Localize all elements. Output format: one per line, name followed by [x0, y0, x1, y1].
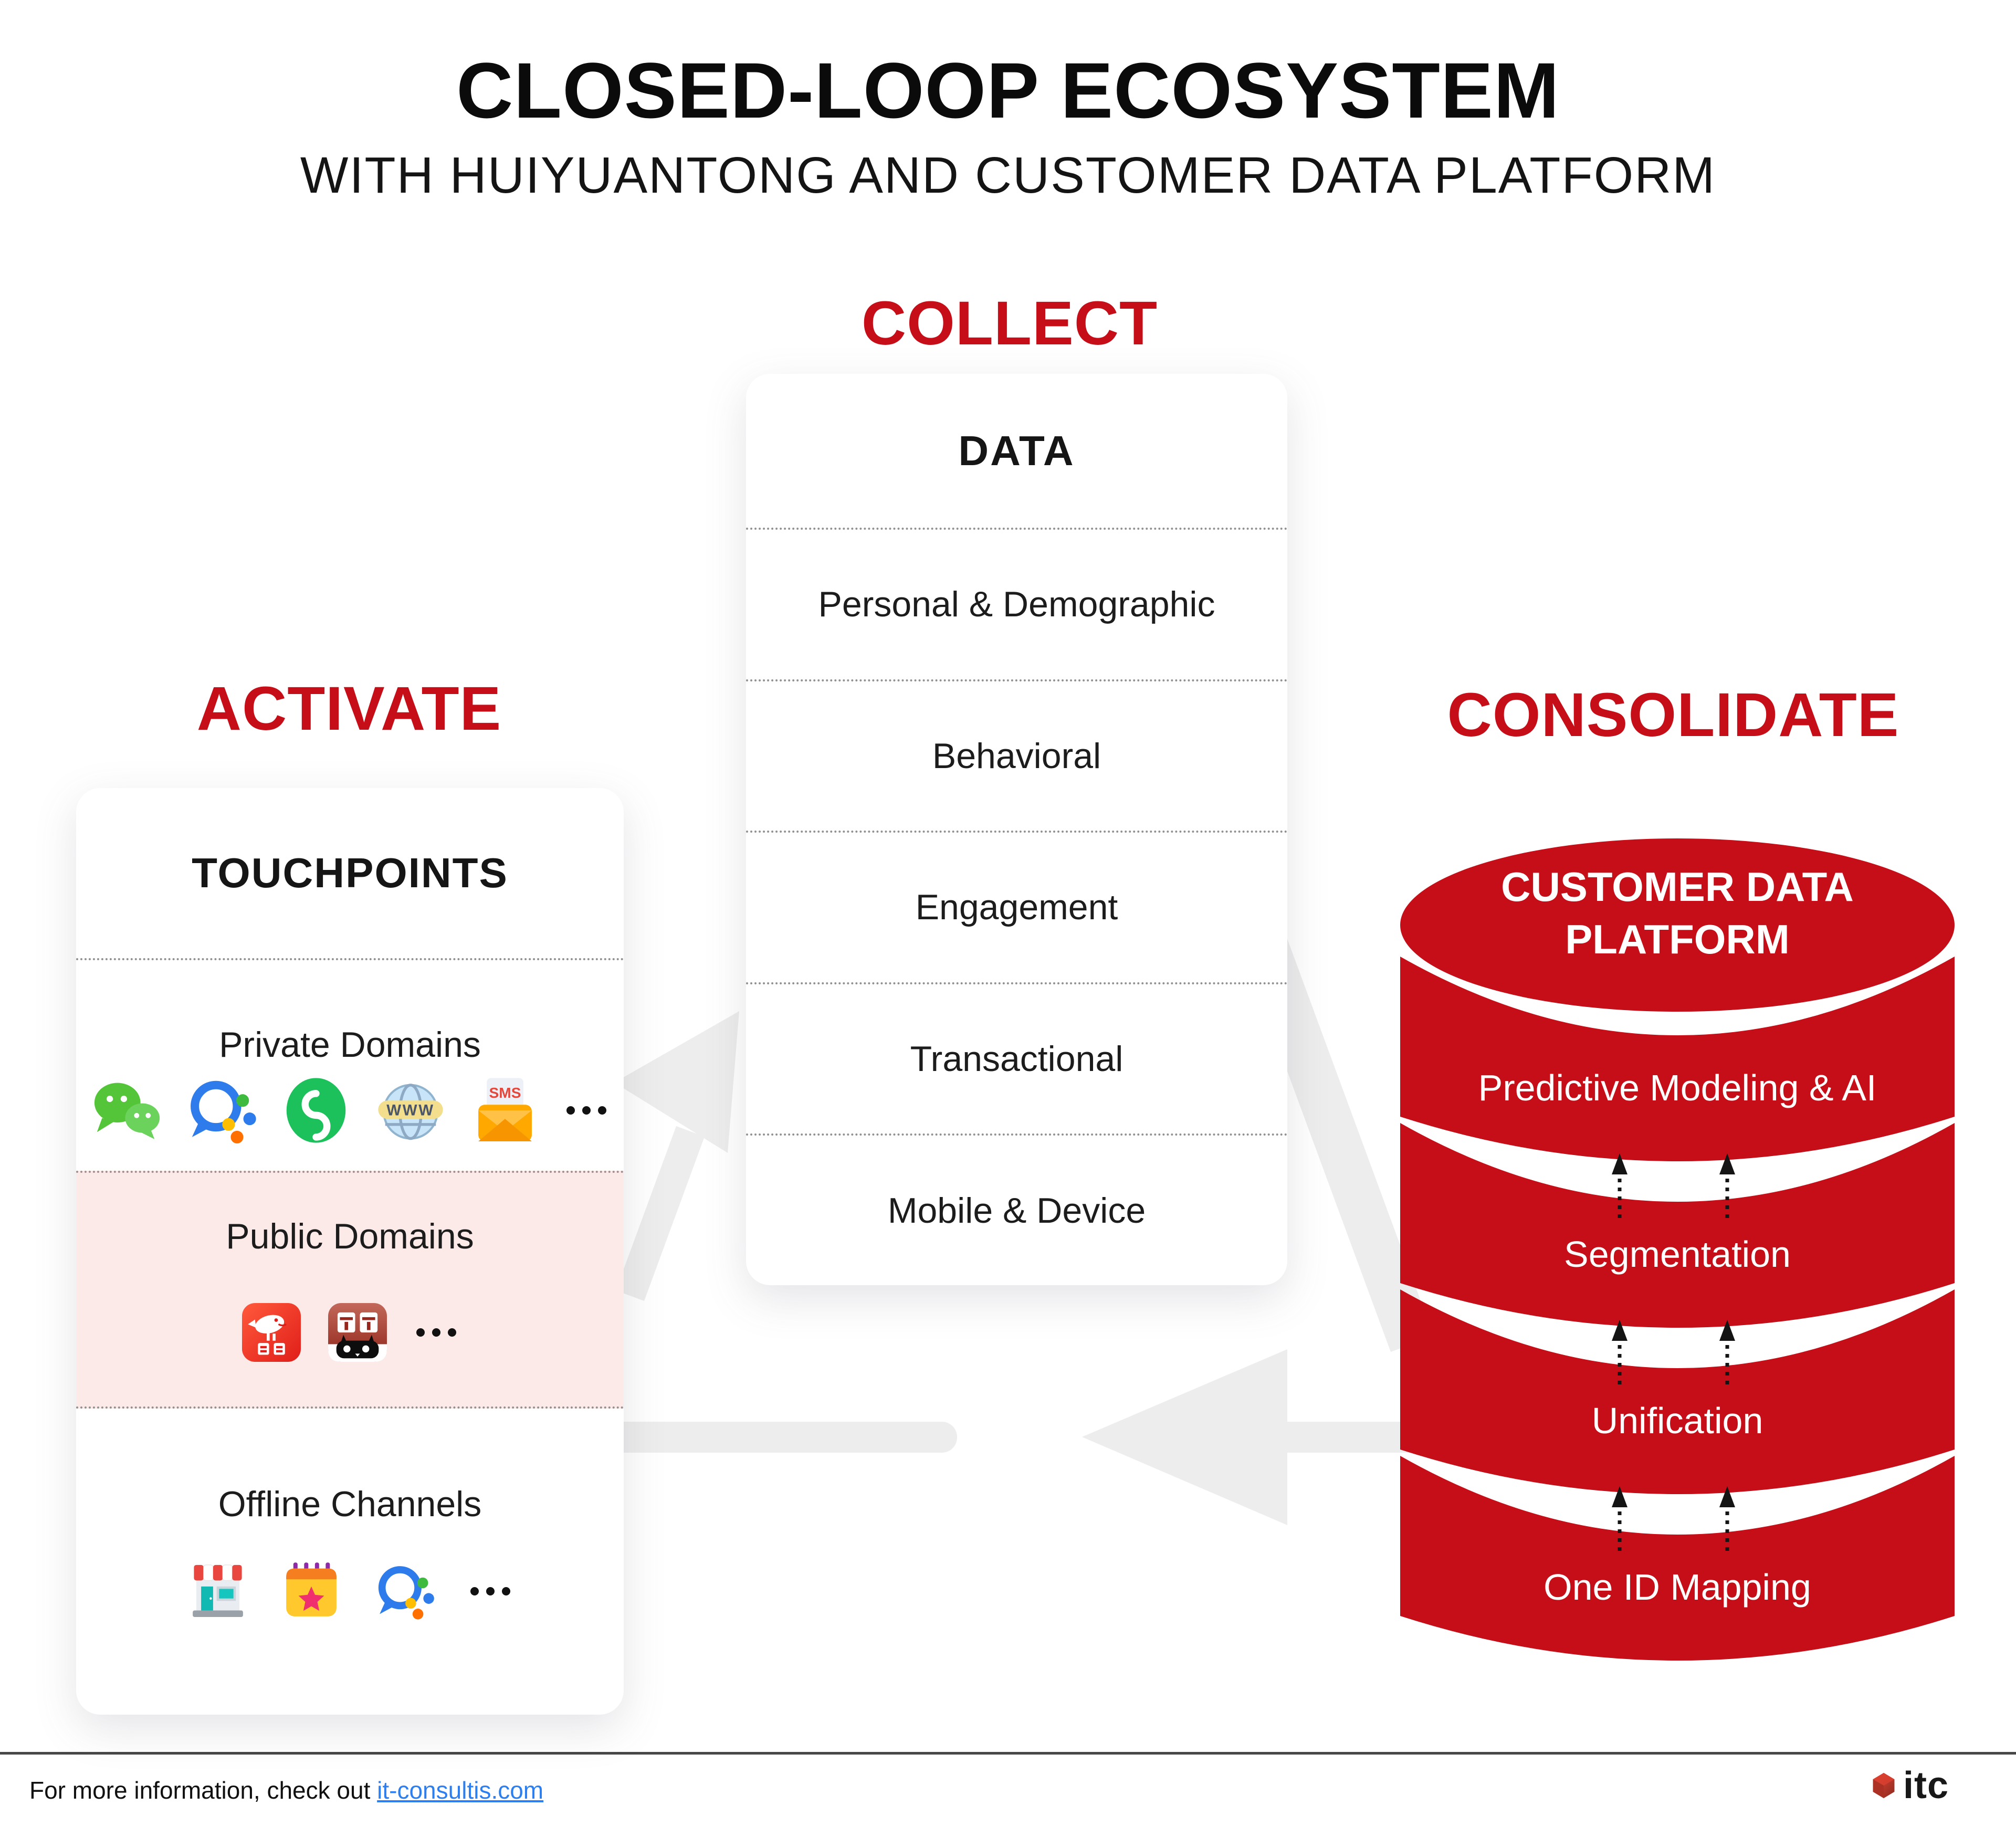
store-icon	[188, 1561, 248, 1621]
cdp-layer-4	[1400, 1456, 1955, 1661]
cdp-layer-3	[1400, 1289, 1955, 1494]
public-domains-label: Public Domains	[226, 1216, 474, 1256]
cdp-layer-2	[1400, 1123, 1955, 1328]
page-title: CLOSED-LOOP ECOSYSTEM	[456, 46, 1560, 134]
sms-icon: SMS	[470, 1075, 540, 1146]
cdp-cylinder: CUSTOMER DATA PLATFORM Predictive Modeli…	[1400, 838, 1955, 1661]
cdp-title-line1: CUSTOMER DATA	[1501, 864, 1854, 910]
divider	[76, 958, 624, 960]
public-domains-icons	[76, 1303, 624, 1362]
footer-note-text: For more information, check out	[29, 1777, 371, 1804]
itc-hexagon-icon	[1873, 1772, 1895, 1799]
data-row: Personal & Demographic	[746, 528, 1287, 679]
data-row: Mobile & Device	[746, 1133, 1287, 1285]
private-domains-label: Private Domains	[219, 1025, 481, 1065]
data-card: DATA Personal & Demographic Behavioral E…	[746, 374, 1287, 1285]
offline-channels-label: Offline Channels	[218, 1484, 482, 1524]
cdp-layer-3-label: Unification	[1592, 1400, 1763, 1441]
data-row: Behavioral	[746, 679, 1287, 831]
wecom-icon	[375, 1561, 435, 1621]
cdp-layer-1	[1400, 957, 1955, 1161]
itc-logo-text: itc	[1903, 1765, 1949, 1807]
tmall-icon	[328, 1303, 387, 1362]
cdp-layer-2-label: Segmentation	[1564, 1234, 1791, 1275]
page-subtitle: WITH HUIYUANTONG AND CUSTOMER DATA PLATF…	[300, 146, 1716, 204]
public-domains-band	[76, 1171, 624, 1409]
section-heading-collect: COLLECT	[861, 289, 1158, 358]
ellipsis-icon	[414, 1303, 458, 1362]
footer-link[interactable]: it-consultis.com	[377, 1777, 544, 1804]
data-card-header: DATA	[958, 427, 1075, 474]
wechat-icon	[92, 1075, 162, 1146]
sms-icon-label: SMS	[489, 1085, 521, 1101]
cdp-title-line2: PLATFORM	[1565, 916, 1789, 962]
up-arrow-icons	[1612, 1153, 1735, 1551]
cdp-layer-1-label: Predictive Modeling & AI	[1478, 1067, 1877, 1108]
ellipsis-icon	[468, 1561, 512, 1621]
data-row: Transactional	[746, 982, 1287, 1134]
cdp-layer-4-label: One ID Mapping	[1544, 1567, 1811, 1608]
calendar-icon	[281, 1561, 341, 1621]
section-heading-activate: ACTIVATE	[196, 674, 502, 743]
footer-divider	[0, 1752, 2016, 1755]
website-icon-label: WWW	[386, 1101, 434, 1119]
footer-note: For more information, check out it-consu…	[29, 1774, 543, 1806]
wecom-icon	[186, 1075, 257, 1146]
touchpoints-card: TOUCHPOINTS Private Domains	[76, 788, 624, 1715]
section-heading-consolidate: CONSOLIDATE	[1447, 680, 1899, 750]
website-icon: WWW	[375, 1075, 446, 1146]
mini-program-icon	[281, 1075, 351, 1146]
touchpoints-card-header: TOUCHPOINTS	[192, 849, 508, 896]
private-domains-icons: WWW SMS	[76, 1074, 624, 1147]
jd-icon	[242, 1303, 301, 1362]
ellipsis-icon	[564, 1075, 608, 1146]
data-row: Engagement	[746, 831, 1287, 982]
itc-logo: itc	[1872, 1764, 1949, 1807]
loop-arrow-into-activate	[614, 1011, 739, 1301]
offline-channels-icons	[76, 1561, 624, 1621]
